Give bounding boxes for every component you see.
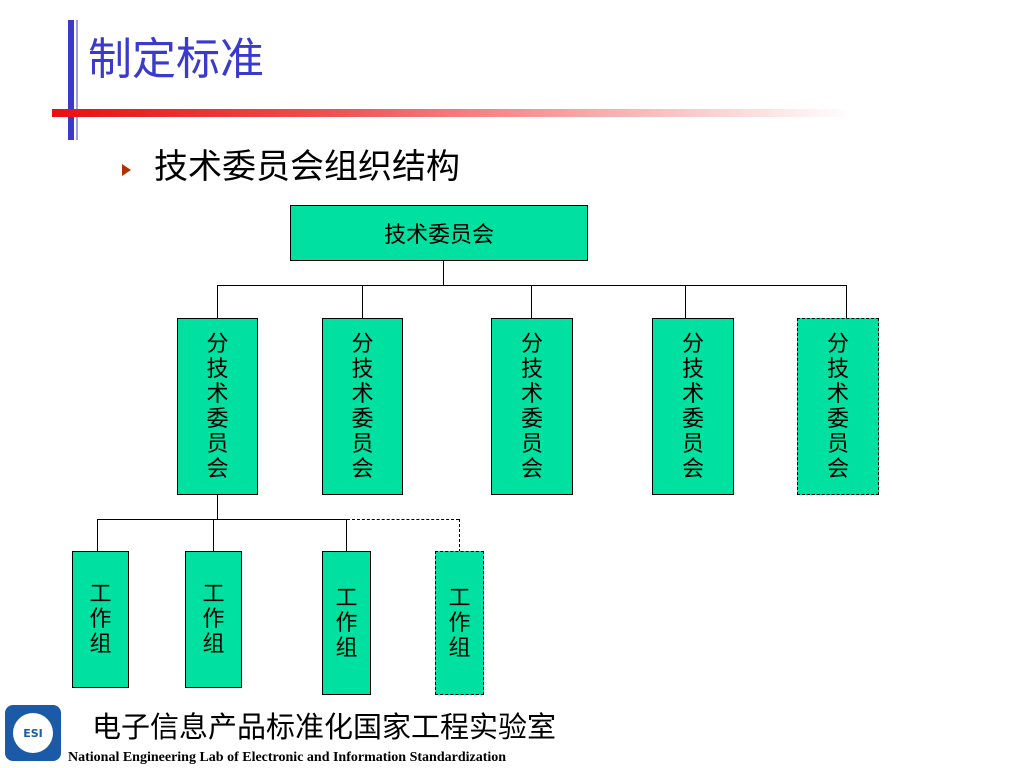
subcommittee-char: 术 (826, 381, 849, 407)
subcommittee-char: 技 (351, 356, 374, 382)
subcommittee-box: 分 技 术 委 员 会 (491, 318, 573, 495)
connector-wg-bus (97, 519, 347, 520)
subcommittee-box: 分 技 术 委 员 会 (177, 318, 258, 495)
esi-logo: ESI (5, 705, 61, 761)
title-underline (52, 109, 852, 117)
footer-org-name-cn: 电子信息产品标准化国家工程实验室 (92, 710, 557, 744)
subcommittee-char: 员 (520, 431, 543, 457)
connector-sub-bus (217, 285, 847, 286)
subcommittee-char: 员 (351, 431, 374, 457)
footer-org-name-en: National Engineering Lab of Electronic a… (68, 750, 507, 765)
working-group-char: 作 (335, 610, 358, 636)
org-root-label: 技术委员会 (383, 223, 494, 248)
working-group-box: 工 作 组 (72, 551, 129, 688)
connector-wg-2 (213, 519, 214, 552)
connector-sub-2 (362, 285, 363, 318)
title-accent-bar-thin (76, 20, 78, 140)
working-group-char: 工 (335, 585, 358, 611)
subcommittee-char: 委 (351, 406, 374, 432)
subcommittee-char: 委 (826, 406, 849, 432)
working-group-char: 工 (448, 585, 471, 611)
connector-sub-4 (685, 285, 686, 318)
subcommittee-char: 技 (206, 356, 229, 382)
connector-wg-1 (97, 519, 98, 552)
subcommittee-char: 会 (520, 456, 543, 482)
connector-wg-3 (346, 519, 347, 552)
subcommittee-char: 会 (681, 456, 704, 482)
subcommittee-char: 技 (826, 356, 849, 382)
working-group-char: 作 (448, 610, 471, 636)
subcommittee-box-planned: 分 技 术 委 员 会 (797, 318, 879, 495)
title-accent-bar (68, 20, 74, 140)
working-group-char: 作 (89, 607, 112, 632)
working-group-box: 工 作 组 (185, 551, 242, 688)
working-group-char: 作 (202, 607, 225, 632)
subcommittee-char: 委 (681, 406, 704, 432)
subcommittee-char: 术 (351, 381, 374, 407)
arrow-bullet-icon (122, 164, 131, 176)
connector-root-down (443, 261, 444, 286)
working-group-char: 组 (335, 635, 358, 661)
subcommittee-char: 委 (206, 406, 229, 432)
connector-wg-dashed-bus (347, 519, 459, 520)
working-group-char: 组 (202, 632, 225, 657)
connector-sub-5 (846, 285, 847, 318)
subcommittee-char: 员 (206, 431, 229, 457)
connector-sub-3 (531, 285, 532, 318)
logo-text: ESI (23, 726, 43, 740)
subcommittee-box: 分 技 术 委 员 会 (322, 318, 403, 495)
working-group-box: 工 作 组 (322, 551, 371, 695)
working-group-box-planned: 工 作 组 (435, 551, 484, 695)
subcommittee-box: 分 技 术 委 员 会 (652, 318, 734, 495)
bullet-heading: 技术委员会组织结构 (154, 147, 460, 187)
subcommittee-char: 会 (206, 456, 229, 482)
org-root-box: 技术委员会 (290, 205, 588, 261)
subcommittee-char: 员 (826, 431, 849, 457)
working-group-char: 组 (89, 632, 112, 657)
subcommittee-char: 分 (351, 331, 374, 357)
subcommittee-char: 技 (520, 356, 543, 382)
subcommittee-char: 术 (681, 381, 704, 407)
subcommittee-char: 会 (826, 456, 849, 482)
subcommittee-char: 术 (206, 381, 229, 407)
connector-sub-1 (217, 285, 218, 318)
connector-wg-4-dashed (459, 519, 460, 552)
subcommittee-char: 分 (520, 331, 543, 357)
working-group-char: 工 (89, 582, 112, 607)
logo-ring-icon: ESI (13, 713, 53, 753)
subcommittee-char: 分 (681, 331, 704, 357)
connector-wg-down (217, 495, 218, 520)
subcommittee-char: 员 (681, 431, 704, 457)
working-group-char: 组 (448, 635, 471, 661)
subcommittee-char: 会 (351, 456, 374, 482)
subcommittee-char: 分 (206, 331, 229, 357)
slide-title: 制定标准 (88, 34, 264, 85)
working-group-char: 工 (202, 582, 225, 607)
subcommittee-char: 分 (826, 331, 849, 357)
subcommittee-char: 术 (520, 381, 543, 407)
subcommittee-char: 技 (681, 356, 704, 382)
subcommittee-char: 委 (520, 406, 543, 432)
